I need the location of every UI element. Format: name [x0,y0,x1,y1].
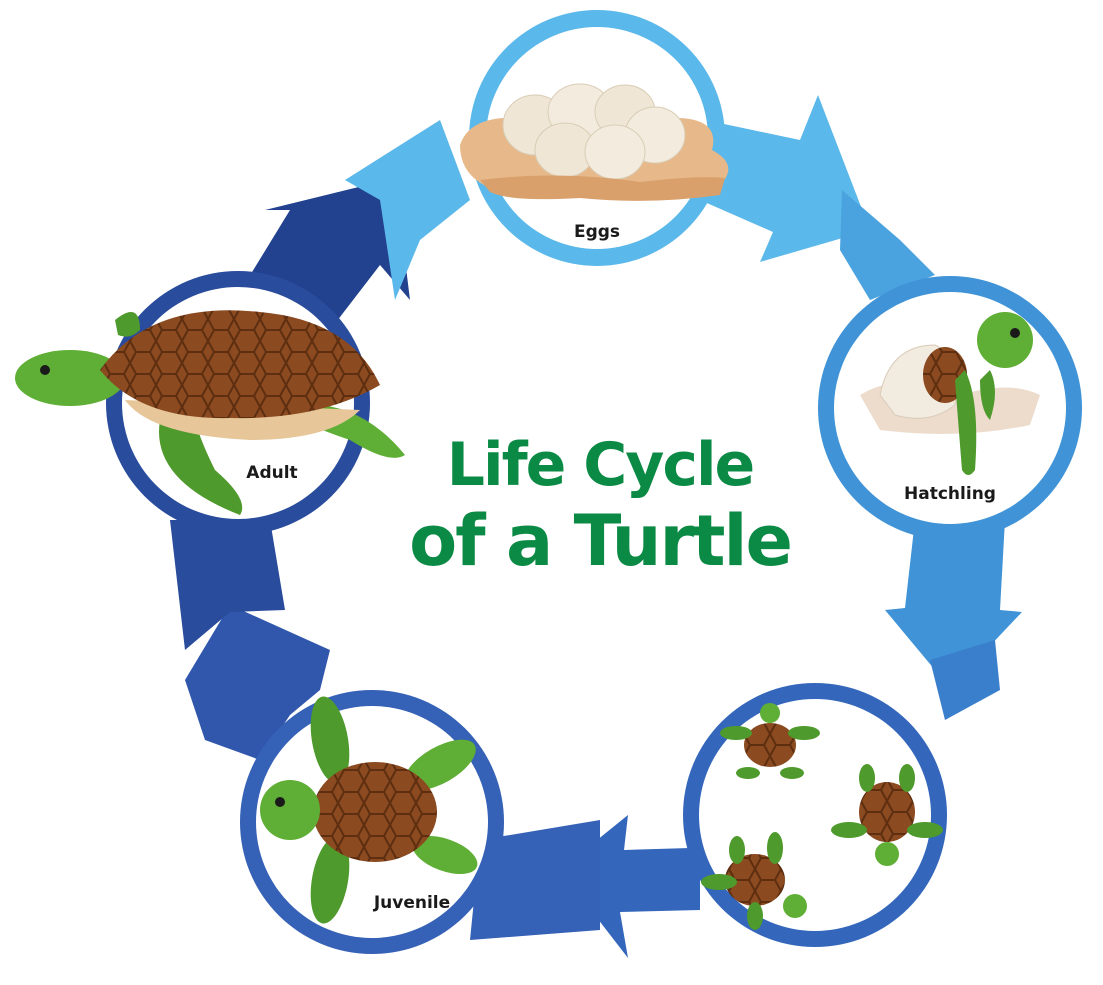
stage-juvenile [240,690,504,954]
arrow-group-band [930,640,1000,720]
label-hatchling: Hatchling [904,484,996,504]
title-line-2: of a Turtle [409,500,793,582]
adult-turtle-icon [15,310,405,515]
eggs-icon [460,83,729,201]
arrow-eggs-to-hatchling [700,95,870,262]
stage-eggs [460,10,729,266]
label-adult: Adult [246,463,298,483]
label-juvenile: Juvenile [373,893,451,913]
stage-hatchling [818,276,1082,540]
juvenile-turtle-icon [260,696,478,924]
turtle-group-icon [701,703,943,930]
stage-adult [15,271,405,535]
arrow-adult-band [170,520,285,650]
arrow-juvenile-band [470,820,600,940]
arrow-into-eggs [345,120,470,300]
arrow-juvenile-to-adult [185,605,330,760]
hatchling-icon [860,312,1040,475]
arrow-hatchling-in [840,190,935,300]
stage-group [683,683,947,947]
title-line-1: Life Cycle [446,430,755,500]
label-eggs: Eggs [573,222,621,242]
